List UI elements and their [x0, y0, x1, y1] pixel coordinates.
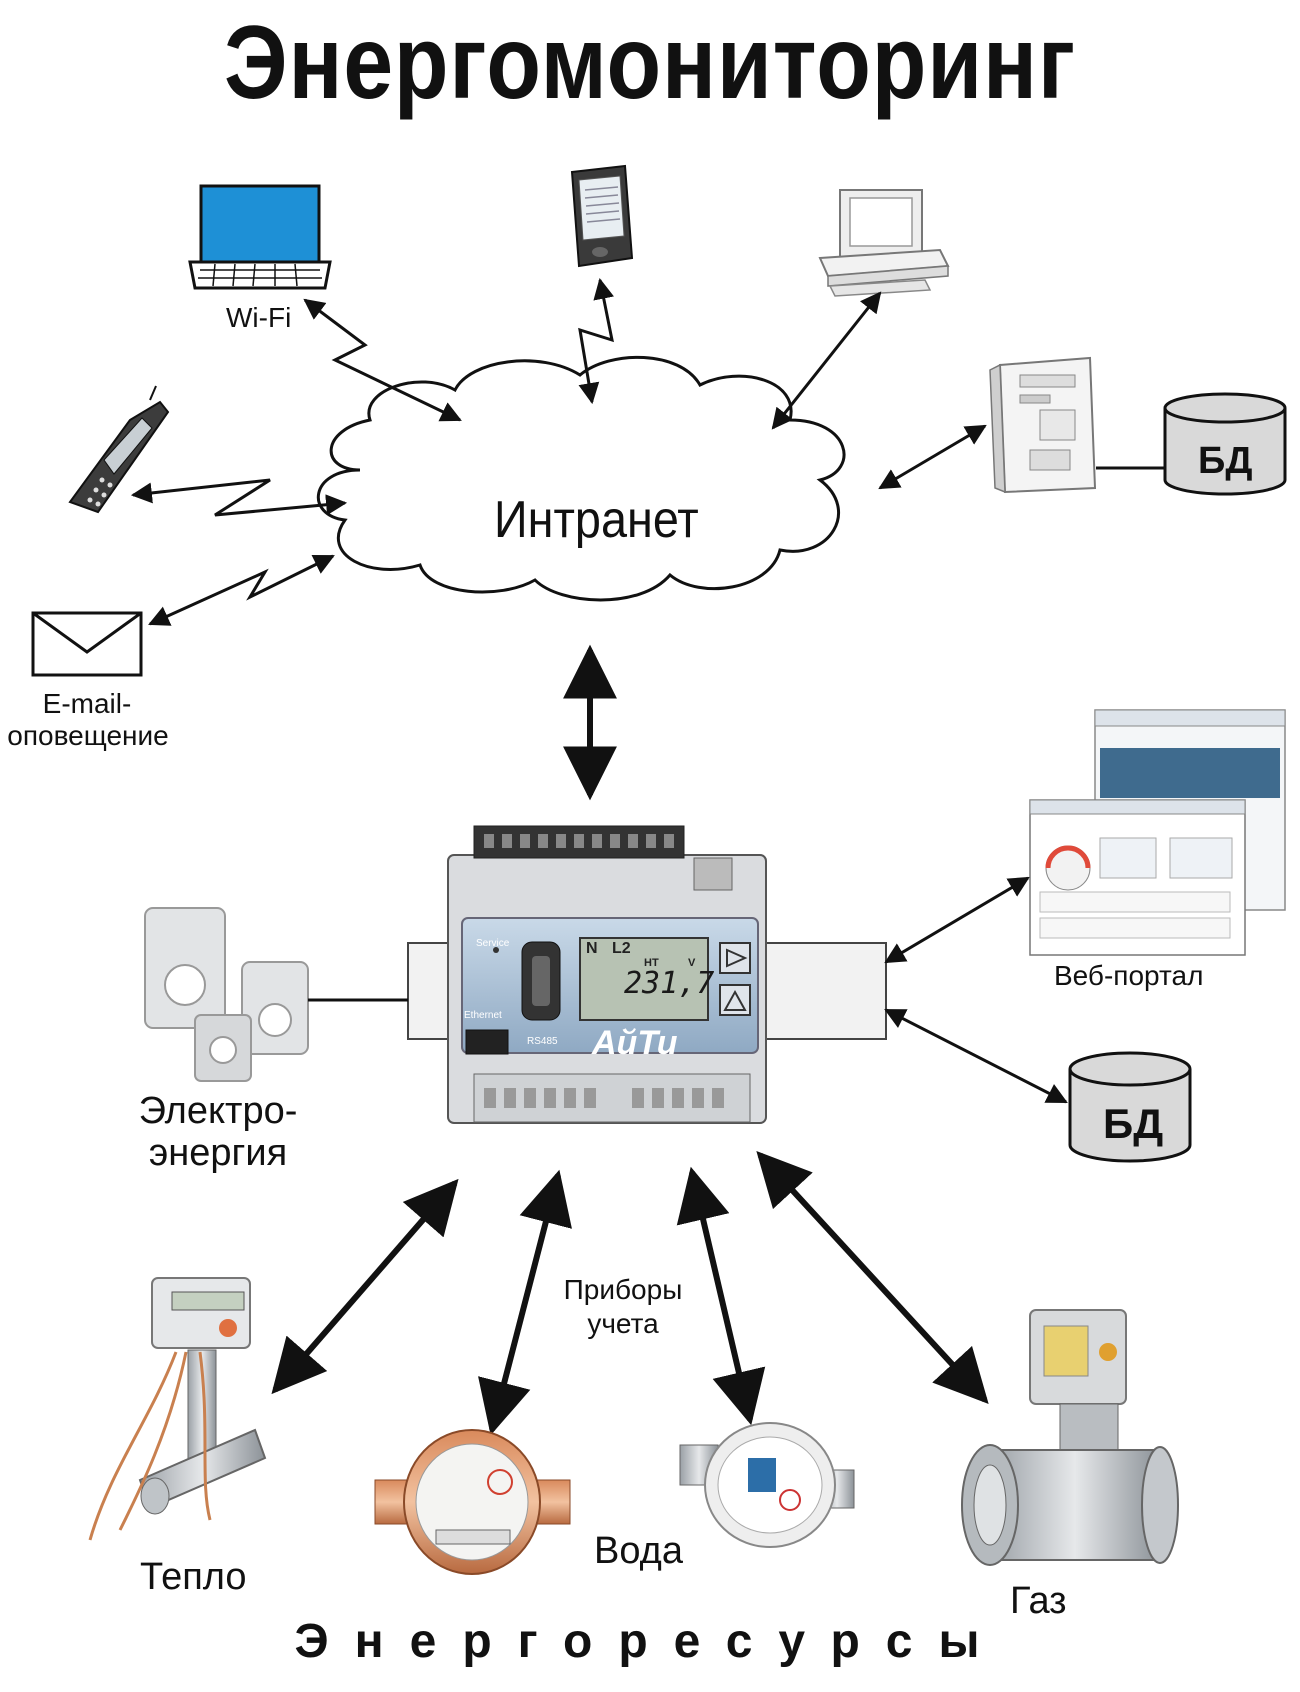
desktop-pc-icon: [818, 189, 950, 297]
flow-meter-icon: [374, 1429, 571, 1575]
page-title: Энергомониторинг: [223, 5, 1077, 121]
envelope-icon: [31, 611, 143, 677]
counter1-link-arrow: [478, 1169, 572, 1436]
display-n-label: N: [586, 940, 598, 957]
heat-meter-icon: [88, 1277, 267, 1541]
service-label: Service: [476, 938, 510, 949]
web-portal-screens: [1029, 709, 1286, 956]
portal-link-arrow: [884, 876, 1030, 964]
phone-link-arrow: [130, 478, 348, 517]
server-icon: [989, 356, 1097, 494]
database-bottom-label: БД: [1103, 1100, 1164, 1147]
gas-meter-icon: [961, 1309, 1179, 1566]
rs485-label: RS485: [527, 1036, 558, 1047]
pda-link-arrow: [578, 277, 615, 405]
meters-label-line1: Приборы: [563, 1274, 683, 1305]
email-link-arrow: [148, 554, 335, 626]
electricity-label-line2: энергия: [148, 1132, 288, 1174]
electricity-label-line1: Электро-: [138, 1090, 298, 1132]
web-portal-label: Веб-портал: [1054, 960, 1204, 991]
heat-label: Тепло: [140, 1556, 247, 1598]
display-value: 231,7: [624, 966, 715, 1001]
water-link-arrow: [676, 1166, 766, 1426]
database-top-label: БД: [1198, 440, 1253, 482]
display-ht-label: HT: [644, 957, 659, 969]
heat-link-arrow: [271, 1178, 459, 1395]
server-link-arrow: [878, 424, 987, 490]
database-top-icon: [1163, 392, 1287, 496]
intranet-cloud: [316, 355, 846, 602]
controller-device: [447, 825, 767, 1124]
wifi-link-arrow: [303, 298, 462, 422]
database-bottom-icon: [1068, 1051, 1192, 1163]
water-label: Вода: [594, 1530, 683, 1572]
ethernet-label: Ethernet: [464, 1010, 502, 1021]
current-transformers-icon: [144, 907, 309, 1082]
meters-label-line2: учета: [587, 1308, 659, 1339]
brand-logo: АйТи: [592, 1024, 678, 1062]
db-link-arrow: [884, 1008, 1068, 1104]
mobile-phone-icon: [68, 385, 170, 514]
gas-link-arrow: [756, 1151, 989, 1404]
pda-icon: [570, 164, 634, 268]
display-v-label: V: [688, 957, 696, 969]
footer-title: Энергоресурсы: [294, 1615, 1006, 1668]
laptop-icon: [188, 184, 332, 290]
intranet-label: Интранет: [494, 491, 699, 549]
email-label-line1: E-mail-: [42, 688, 132, 719]
display-l2-label: L2: [612, 940, 631, 957]
wifi-label: Wi-Fi: [226, 302, 292, 333]
email-label-line2: оповещение: [7, 720, 169, 751]
gas-label: Газ: [1010, 1580, 1067, 1622]
water-meter-icon: [679, 1422, 855, 1548]
pc-link-arrow: [771, 291, 882, 430]
